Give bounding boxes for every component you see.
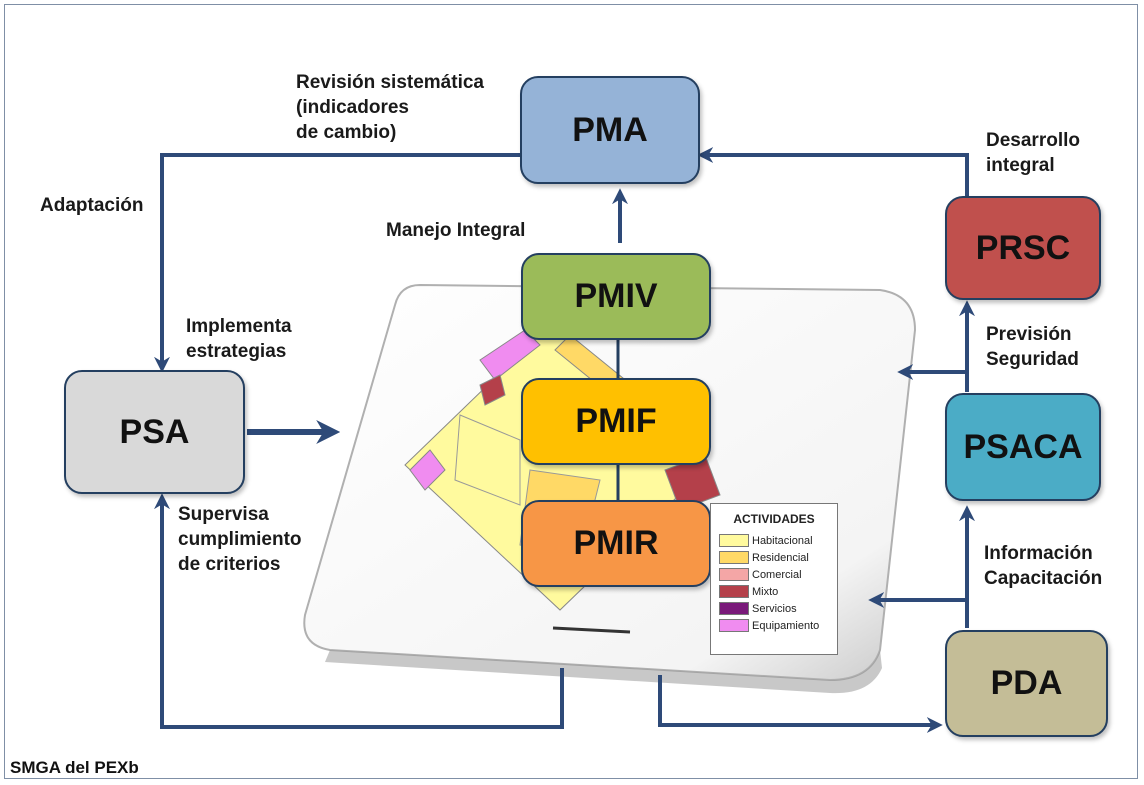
legend-swatch: [719, 619, 749, 632]
psaca-box: PSACA: [945, 393, 1101, 501]
pmiv-box: PMIV: [521, 253, 711, 340]
label-supervisa: Supervisa cumplimiento de criterios: [178, 504, 302, 575]
legend-item: Equipamiento: [711, 617, 837, 634]
legend-label: Mixto: [752, 585, 779, 598]
legend-label: Servicios: [752, 602, 797, 615]
psa-box: PSA: [64, 370, 245, 494]
legend-label: Comercial: [752, 568, 802, 581]
pda-box: PDA: [945, 630, 1108, 737]
pma-box: PMA: [520, 76, 700, 184]
legend-label: Residencial: [752, 551, 809, 564]
prsc-box: PRSC: [945, 196, 1101, 300]
label-desarrollo: Desarrollo integral: [986, 130, 1080, 176]
legend-item: Residencial: [711, 549, 837, 566]
label-implementa: Implementa estrategias: [186, 316, 292, 362]
legend-title: ACTIVIDADES: [733, 512, 815, 526]
legend-swatch: [719, 534, 749, 547]
label-manejo: Manejo Integral: [386, 220, 526, 241]
legend-swatch: [719, 551, 749, 564]
legend-label: Equipamiento: [752, 619, 820, 632]
label-revision: Revisión sistemática (indicadores de cam…: [296, 72, 484, 143]
legend-item: Habitacional: [711, 532, 837, 549]
pmif-box: PMIF: [521, 378, 711, 465]
pmir-box: PMIR: [521, 500, 711, 587]
legend-item: Comercial: [711, 566, 837, 583]
legend-label: Habitacional: [752, 534, 813, 547]
legend-item: Servicios: [711, 600, 837, 617]
label-prevision: Previsión Seguridad: [986, 324, 1079, 370]
label-informacion: Información Capacitación: [984, 543, 1103, 589]
legend-item: Mixto: [711, 583, 837, 600]
legend-swatch: [719, 568, 749, 581]
diagram-caption: SMGA del PEXb: [10, 758, 139, 777]
label-adaptacion: Adaptación: [40, 195, 144, 216]
legend-swatch: [719, 602, 749, 615]
legend-swatch: [719, 585, 749, 598]
